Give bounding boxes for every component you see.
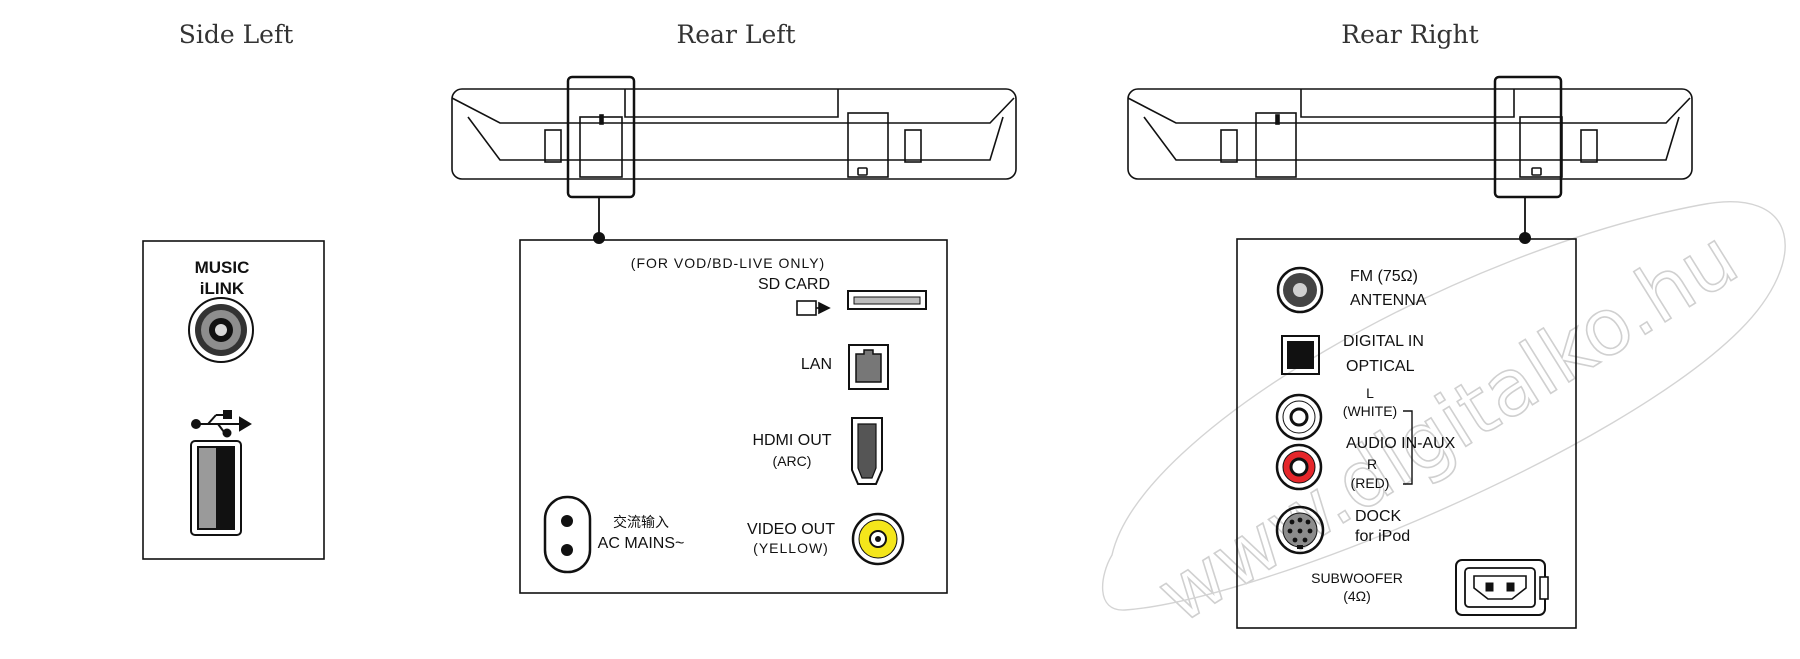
callout-box-left: [566, 75, 636, 199]
ac-mains-socket-icon: [543, 495, 592, 574]
music-ilink-label-2: iLINK: [200, 279, 245, 298]
hdmi-out-label: HDMI OUT: [752, 432, 831, 449]
audio-r-label: R: [1367, 456, 1377, 472]
hdmi-arc-label: (ARC): [773, 453, 812, 469]
heading-rear-left: Rear Left: [676, 20, 795, 49]
audio-l-label: L: [1366, 385, 1374, 401]
usb-symbol-icon: [191, 410, 252, 438]
audio-in-left-white-jack-icon: [1275, 393, 1323, 441]
rear-right-panel: FM (75Ω) ANTENNA DIGITAL IN OPTICAL L (W…: [1236, 238, 1577, 629]
hdmi-port-icon: [851, 417, 883, 485]
music-ilink-jack-icon: [188, 297, 254, 363]
fm-label: FM (75Ω): [1350, 268, 1418, 285]
music-ilink-label-1: MUSIC: [195, 258, 250, 277]
audio-bracket: [1403, 410, 1413, 485]
heading-rear-right: Rear Right: [1341, 20, 1478, 49]
sd-card-slot: [847, 290, 927, 310]
watermark: www.digitalko.hu: [1102, 201, 1786, 642]
audio-in-aux-label: AUDIO IN-AUX: [1346, 435, 1456, 452]
antenna-label: ANTENNA: [1350, 292, 1427, 309]
optical-port-icon: [1281, 335, 1320, 375]
subwoofer-ohm-label: (4Ω): [1343, 588, 1371, 604]
soundbar-rear-left: [451, 75, 1017, 236]
sd-card-icon: [796, 300, 831, 316]
callout-dot-left: [593, 232, 605, 244]
dock-connector-icon: [1275, 505, 1325, 555]
ac-mains-cn-label: 交流输入: [613, 514, 669, 530]
subwoofer-connector-icon: [1455, 559, 1549, 616]
side-left-panel: MUSIC iLINK: [142, 240, 325, 560]
video-yellow-label: (YELLOW): [753, 540, 829, 556]
for-vod-label: (FOR VOD/BD-LIVE ONLY): [631, 255, 825, 271]
video-out-jack-icon: [851, 512, 905, 566]
callout-dot-right: [1519, 232, 1531, 244]
lan-label: LAN: [801, 356, 832, 373]
audio-white-label: (WHITE): [1343, 403, 1397, 419]
soundbar-rear-right: [1127, 75, 1693, 236]
watermark-swoosh: [1102, 201, 1786, 611]
watermark-text: www.digitalko.hu: [1142, 213, 1753, 641]
lan-port-icon: [848, 344, 889, 390]
digital-in-label: DIGITAL IN: [1343, 333, 1424, 350]
audio-red-label: (RED): [1351, 475, 1390, 491]
ac-mains-label: AC MAINS~: [598, 535, 685, 552]
callout-box-right: [1493, 75, 1563, 199]
heading-side-left: Side Left: [179, 20, 294, 49]
dock-label: DOCK: [1355, 508, 1402, 525]
usb-port-icon: [190, 440, 242, 536]
video-out-label: VIDEO OUT: [747, 521, 835, 538]
subwoofer-label: SUBWOOFER: [1311, 570, 1403, 586]
audio-in-right-red-jack-icon: [1275, 443, 1323, 491]
for-ipod-label: for iPod: [1355, 528, 1410, 545]
optical-label: OPTICAL: [1346, 358, 1415, 375]
rear-left-panel: (FOR VOD/BD-LIVE ONLY) SD CARD LAN HDMI …: [519, 239, 948, 594]
sd-card-label: SD CARD: [758, 276, 830, 293]
fm-antenna-jack-icon: [1276, 266, 1324, 314]
